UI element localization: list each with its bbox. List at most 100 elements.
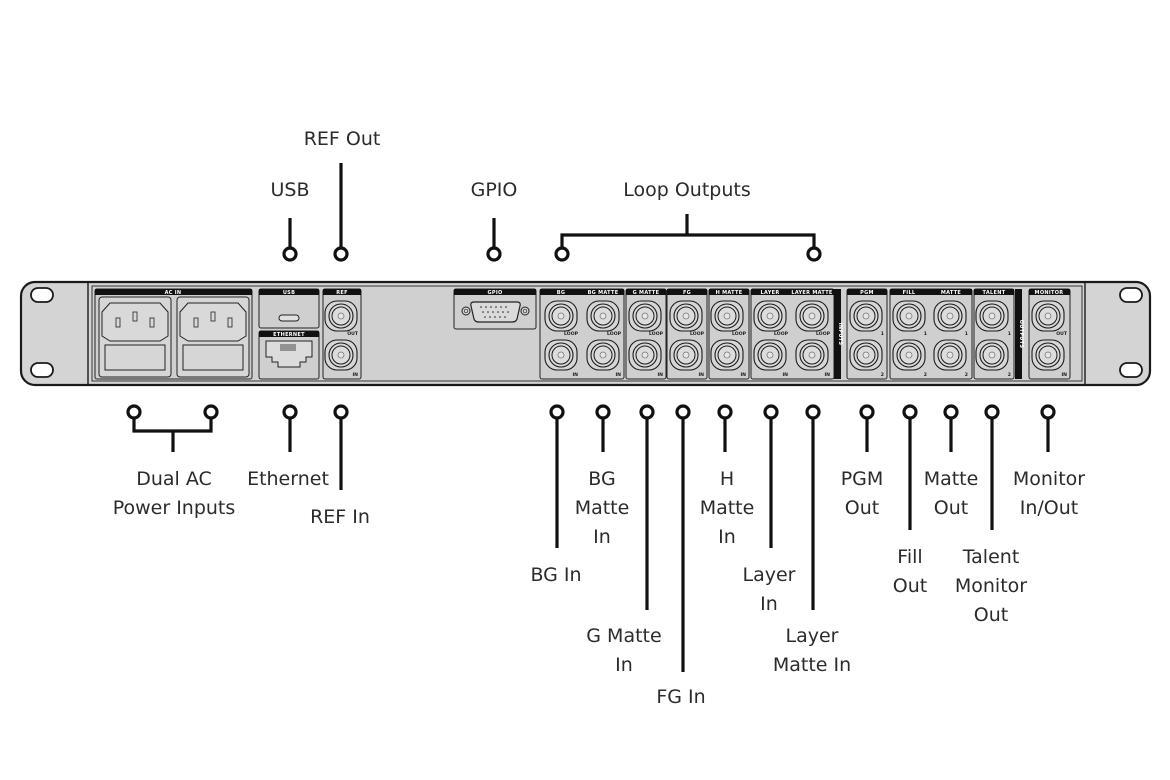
pgm-2-label: 2 [881, 372, 884, 378]
pgm-out-2-bnc[interactable] [849, 339, 883, 371]
usb-label: USB [283, 290, 295, 296]
callout-usb [282, 218, 298, 262]
bnc-pin-icon [808, 351, 816, 359]
rack-mount-hole-left-bottom [30, 362, 54, 378]
fg-loop-bnc[interactable] [669, 300, 703, 332]
callout-label-ref-out: REF Out [304, 128, 381, 150]
monitor-out-bnc[interactable] [1031, 300, 1065, 332]
callout-label-line: In [760, 593, 778, 615]
inputs-group: BG BG MATTE LOOP LOOP IN IN G MATTE LOOP… [539, 288, 843, 380]
callout-pin-icon [486, 246, 502, 262]
g-matte-loop-bnc[interactable] [628, 300, 662, 332]
iec-socket-icon [101, 302, 169, 342]
ac-power-inlet-1[interactable] [98, 296, 172, 378]
bg-loop-bnc[interactable] [544, 300, 578, 332]
layer-matte-loop-bnc[interactable] [795, 300, 829, 332]
matte-out-2-bnc[interactable] [933, 339, 967, 371]
bnc-pin-icon [337, 351, 345, 359]
talent-out-2-bnc[interactable] [975, 339, 1009, 371]
talent-1-label: 1 [1008, 331, 1011, 337]
pgm-1-label: 1 [881, 331, 884, 337]
h-matte-loop-bnc[interactable] [710, 300, 744, 332]
callout-label-line: Layer [786, 625, 839, 647]
bnc-pin-icon [723, 312, 731, 320]
callout-pin-icon [333, 404, 349, 420]
monitor-in-bnc[interactable] [1031, 339, 1065, 371]
callout-label-line: REF In [310, 506, 370, 528]
rack-mount-hole-right-top [1119, 287, 1143, 303]
talent-out-1-bnc[interactable] [975, 300, 1009, 332]
ethernet-port[interactable] [265, 340, 313, 368]
layer-loop-label: LOOP [774, 331, 789, 337]
callout-pin-icon [282, 246, 298, 262]
bnc-pin-icon [723, 351, 731, 359]
layer-matte-in-bnc[interactable] [795, 339, 829, 371]
h-matte-in-bnc[interactable] [710, 339, 744, 371]
callouts-top [282, 163, 822, 262]
bg-matte-loop-bnc[interactable] [586, 300, 620, 332]
pgm-out-1-bnc[interactable] [849, 300, 883, 332]
bnc-pin-icon [946, 312, 954, 320]
usb-c-port[interactable] [278, 314, 300, 322]
callout-g-matte-in [639, 404, 655, 610]
callout-labels-top: REF Out USB GPIO Loop Outputs [270, 128, 750, 201]
bg-matte-label: BG MATTE [588, 290, 619, 296]
callout-pin-icon [282, 404, 298, 420]
fg-in-bnc[interactable] [669, 339, 703, 371]
bnc-pin-icon [808, 312, 816, 320]
bnc-pin-icon [905, 312, 913, 320]
layer-in-bnc[interactable] [753, 339, 787, 371]
callouts-bottom [126, 404, 1056, 672]
callout-fill-out [902, 404, 918, 530]
layer-label: LAYER [761, 290, 780, 296]
g-matte-in-label: IN [657, 372, 663, 378]
layer-loop-bnc[interactable] [753, 300, 787, 332]
outputs-side-bar [1015, 289, 1022, 379]
callout-pin-icon [1040, 404, 1056, 420]
bnc-pin-icon [641, 312, 649, 320]
ac-power-inlet-2[interactable] [176, 296, 250, 378]
matte-1-label: 1 [965, 331, 968, 337]
callout-label-line: Ethernet [247, 468, 329, 490]
bg-in-bnc[interactable] [544, 339, 578, 371]
fill-out-2-bnc[interactable] [892, 339, 926, 371]
callout-layer-in [763, 404, 779, 548]
bnc-pin-icon [766, 351, 774, 359]
gpio-db15-port[interactable] [461, 301, 530, 323]
bnc-pin-icon [1044, 312, 1052, 320]
callout-talent-monitor-out [984, 404, 1000, 530]
ref-in-bnc[interactable] [324, 339, 358, 371]
bnc-pin-icon [988, 351, 996, 359]
matte-out-1-bnc[interactable] [933, 300, 967, 332]
monitor-in-jack-label: IN [1061, 372, 1067, 378]
callout-label-line: FG In [656, 686, 705, 708]
iec-socket-icon [179, 302, 247, 342]
ac-in-header [95, 289, 252, 295]
fill-1-label: 1 [924, 331, 927, 337]
layer-matte-loop-label: LOOP [816, 331, 831, 337]
fill-out-1-bnc[interactable] [892, 300, 926, 332]
matte-label: MATTE [941, 290, 962, 296]
callout-pin-icon [639, 404, 655, 420]
callout-ref-in [333, 404, 349, 490]
layer-in-label: IN [782, 372, 788, 378]
callout-label-line: In [615, 654, 633, 676]
bnc-pin-icon [557, 312, 565, 320]
bg-label: BG [557, 290, 566, 296]
bg-matte-in-bnc[interactable] [586, 339, 620, 371]
g-matte-in-bnc[interactable] [628, 339, 662, 371]
rack-mount-hole-left-top [30, 287, 54, 303]
bnc-pin-icon [1044, 351, 1052, 359]
g-matte-loop-label: LOOP [649, 331, 664, 337]
bg-loop-label: LOOP [564, 331, 579, 337]
callout-label-line: Out [845, 497, 879, 519]
callout-pin-icon [549, 404, 565, 420]
ref-out-bnc[interactable] [324, 300, 358, 332]
layer-matte-in-label: IN [824, 372, 830, 378]
